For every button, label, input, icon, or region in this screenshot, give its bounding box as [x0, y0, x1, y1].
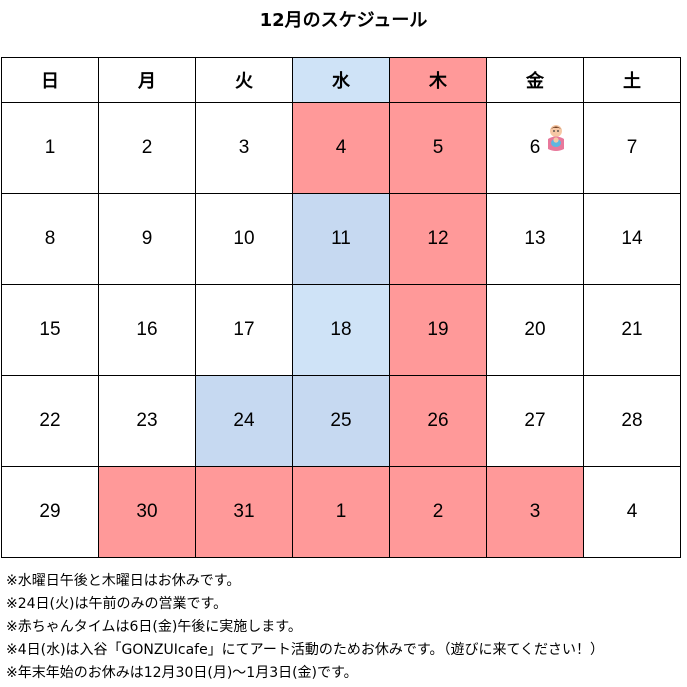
notes: ※水曜日午後と木曜日はお休みです。 ※24日(火)は午前のみの営業です。 ※赤ち… — [6, 570, 604, 685]
day-cell: 16 — [98, 284, 196, 376]
day-cell-closed: 2 — [389, 466, 487, 558]
day-cell: 28 — [583, 375, 681, 467]
weekday-header-row: 日 月 火 水 木 金 土 — [1, 57, 681, 103]
week-row: 29 30 31 1 2 3 4 — [1, 466, 681, 558]
day-cell: 1 — [1, 102, 99, 194]
day-cell: 23 — [98, 375, 196, 467]
day-cell-half: 11 — [292, 193, 390, 285]
day-number-wrap: 6 — [529, 125, 564, 159]
week-row: 15 16 17 18 19 20 21 — [1, 284, 681, 376]
weekday-sun: 日 — [1, 57, 99, 103]
day-cell-closed: 30 — [98, 466, 196, 558]
note-line: ※水曜日午後と木曜日はお休みです。 — [6, 573, 241, 589]
weekday-sat: 土 — [583, 57, 681, 103]
day-number: 6 — [529, 137, 541, 158]
page-title: 12月のスケジュール — [259, 10, 428, 31]
day-cell: 14 — [583, 193, 681, 285]
day-cell: 13 — [486, 193, 584, 285]
day-cell: 8 — [1, 193, 99, 285]
weekday-tue: 火 — [195, 57, 293, 103]
weekday-thu: 木 — [389, 57, 487, 103]
week-row: 22 23 24 25 26 27 28 — [1, 375, 681, 467]
weekday-fri: 金 — [486, 57, 584, 103]
week-row: 8 9 10 11 12 13 14 — [1, 193, 681, 285]
day-cell-half: 24 — [195, 375, 293, 467]
day-cell: 4 — [583, 466, 681, 558]
weekday-wed: 水 — [292, 57, 390, 103]
day-cell-closed: 3 — [486, 466, 584, 558]
day-cell-baby-time: 6 — [486, 102, 584, 194]
day-cell: 2 — [98, 102, 196, 194]
day-cell-closed: 4 — [292, 102, 390, 194]
day-cell: 17 — [195, 284, 293, 376]
day-cell-closed: 1 — [292, 466, 390, 558]
day-cell: 9 — [98, 193, 196, 285]
week-row: 1 2 3 4 5 6 7 — [1, 102, 681, 194]
day-cell: 27 — [486, 375, 584, 467]
note-line: ※24日(火)は午前のみの営業です。 — [6, 596, 228, 612]
day-cell-closed: 26 — [389, 375, 487, 467]
day-cell-closed: 19 — [389, 284, 487, 376]
day-cell: 7 — [583, 102, 681, 194]
day-cell-closed: 12 — [389, 193, 487, 285]
day-cell: 21 — [583, 284, 681, 376]
note-line: ※年末年始のお休みは12月30日(月)～1月3日(金)です。 — [6, 665, 358, 681]
day-cell-closed: 5 — [389, 102, 487, 194]
day-cell-closed: 31 — [195, 466, 293, 558]
note-line: ※4日(水)は入谷「GONZUIcafe」にてアート活動のためお休みです。（遊び… — [6, 642, 605, 658]
day-cell: 15 — [1, 284, 99, 376]
day-cell-half: 25 — [292, 375, 390, 467]
weekday-mon: 月 — [98, 57, 196, 103]
day-cell: 3 — [195, 102, 293, 194]
note-line: ※赤ちゃんタイムは6日(金)午後に実施します。 — [6, 619, 302, 635]
baby-icon — [547, 125, 564, 151]
calendar-table: 日 月 火 水 木 金 土 1 2 3 4 5 6 — [1, 57, 681, 558]
day-cell: 29 — [1, 466, 99, 558]
day-cell: 10 — [195, 193, 293, 285]
day-cell: 22 — [1, 375, 99, 467]
day-cell-half: 18 — [292, 284, 390, 376]
day-cell: 20 — [486, 284, 584, 376]
